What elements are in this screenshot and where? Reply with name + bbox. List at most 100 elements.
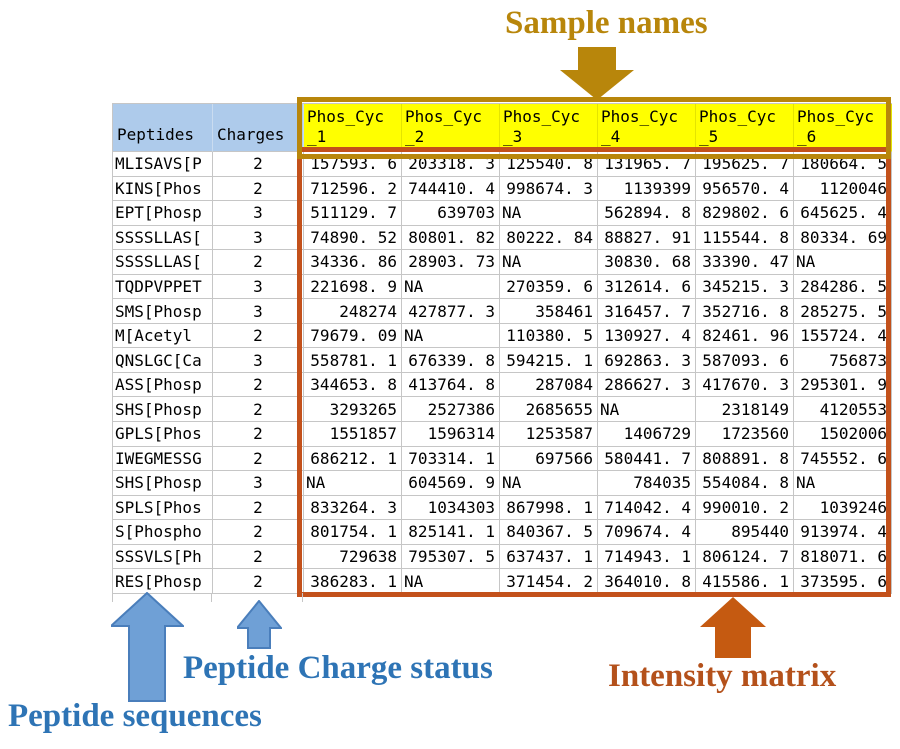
intensity-cell[interactable]: 312614. 6 bbox=[598, 274, 696, 300]
charge-cell[interactable]: 2 bbox=[213, 397, 304, 423]
charge-cell[interactable]: 2 bbox=[213, 323, 304, 349]
intensity-cell[interactable]: 1120046 bbox=[794, 176, 892, 202]
peptide-cell[interactable]: S[Phospho bbox=[113, 520, 213, 545]
intensity-cell[interactable]: NA bbox=[794, 250, 892, 275]
peptides-column-header[interactable]: Peptides bbox=[113, 104, 213, 152]
charge-cell[interactable]: 2 bbox=[213, 446, 304, 472]
charge-cell[interactable]: 2 bbox=[213, 495, 304, 521]
intensity-cell[interactable]: 795307. 5 bbox=[402, 544, 500, 570]
peptide-cell[interactable]: TQDPVPPET bbox=[113, 274, 213, 300]
charge-cell[interactable]: 3 bbox=[213, 348, 304, 373]
charge-cell[interactable]: 2 bbox=[213, 520, 304, 545]
intensity-cell[interactable]: 287084 bbox=[500, 372, 598, 398]
intensity-cell[interactable]: 825141. 1 bbox=[402, 520, 500, 545]
charge-cell[interactable]: 2 bbox=[213, 176, 304, 202]
peptide-cell[interactable]: SPLS[Phos bbox=[113, 495, 213, 521]
intensity-cell[interactable]: 956570. 4 bbox=[696, 176, 794, 202]
sample-column-header[interactable]: Phos_Cyc_2 bbox=[402, 104, 500, 152]
intensity-cell[interactable]: 818071. 6 bbox=[794, 544, 892, 570]
intensity-cell[interactable]: 867998. 1 bbox=[500, 495, 598, 521]
intensity-cell[interactable]: 1406729 bbox=[598, 422, 696, 447]
intensity-cell[interactable]: 1034303 bbox=[402, 495, 500, 521]
intensity-cell[interactable]: 676339. 8 bbox=[402, 348, 500, 373]
intensity-cell[interactable]: 692863. 3 bbox=[598, 348, 696, 373]
intensity-cell[interactable]: 79679. 09 bbox=[304, 323, 402, 349]
peptide-cell[interactable]: SHS[Phosp bbox=[113, 397, 213, 423]
intensity-cell[interactable]: 130927. 4 bbox=[598, 323, 696, 349]
intensity-cell[interactable]: 645625. 4 bbox=[794, 201, 892, 226]
peptide-cell[interactable]: MLISAVS[P bbox=[113, 152, 213, 177]
intensity-cell[interactable]: 562894. 8 bbox=[598, 201, 696, 226]
sample-column-header[interactable]: Phos_Cyc_4 bbox=[598, 104, 696, 152]
peptide-cell[interactable]: RES[Phosp bbox=[113, 569, 213, 594]
intensity-cell[interactable]: 33390. 47 bbox=[696, 250, 794, 275]
intensity-cell[interactable]: 1039246 bbox=[794, 495, 892, 521]
intensity-cell[interactable]: NA bbox=[402, 323, 500, 349]
intensity-cell[interactable]: 284286. 5 bbox=[794, 274, 892, 300]
intensity-cell[interactable]: 1139399 bbox=[598, 176, 696, 202]
intensity-cell[interactable]: 2527386 bbox=[402, 397, 500, 423]
intensity-cell[interactable]: NA bbox=[500, 471, 598, 496]
intensity-cell[interactable]: NA bbox=[500, 250, 598, 275]
intensity-cell[interactable]: 155724. 4 bbox=[794, 323, 892, 349]
intensity-cell[interactable]: 131965. 7 bbox=[598, 152, 696, 177]
intensity-cell[interactable]: 195625. 7 bbox=[696, 152, 794, 177]
charge-cell[interactable]: 3 bbox=[213, 274, 304, 300]
intensity-cell[interactable]: 82461. 96 bbox=[696, 323, 794, 349]
intensity-cell[interactable]: 344653. 8 bbox=[304, 372, 402, 398]
intensity-cell[interactable]: 639703 bbox=[402, 201, 500, 226]
intensity-cell[interactable]: 180664. 5 bbox=[794, 152, 892, 177]
intensity-cell[interactable]: 587093. 6 bbox=[696, 348, 794, 373]
peptide-cell[interactable]: KINS[Phos bbox=[113, 176, 213, 202]
peptide-cell[interactable]: EPT[Phosp bbox=[113, 201, 213, 226]
charge-cell[interactable]: 2 bbox=[213, 152, 304, 177]
intensity-cell[interactable]: 80801. 82 bbox=[402, 225, 500, 251]
intensity-cell[interactable]: 913974. 4 bbox=[794, 520, 892, 545]
intensity-cell[interactable]: 990010. 2 bbox=[696, 495, 794, 521]
intensity-cell[interactable]: 248274 bbox=[304, 299, 402, 324]
intensity-cell[interactable]: 295301. 9 bbox=[794, 372, 892, 398]
intensity-cell[interactable]: NA bbox=[402, 569, 500, 594]
intensity-cell[interactable]: 125540. 8 bbox=[500, 152, 598, 177]
intensity-cell[interactable]: 709674. 4 bbox=[598, 520, 696, 545]
intensity-cell[interactable]: 221698. 9 bbox=[304, 274, 402, 300]
intensity-cell[interactable]: NA bbox=[304, 471, 402, 496]
charge-cell[interactable]: 2 bbox=[213, 569, 304, 594]
intensity-cell[interactable]: 1723560 bbox=[696, 422, 794, 447]
charge-cell[interactable]: 3 bbox=[213, 471, 304, 496]
intensity-cell[interactable]: 712596. 2 bbox=[304, 176, 402, 202]
intensity-cell[interactable]: 203318. 3 bbox=[402, 152, 500, 177]
intensity-cell[interactable]: 427877. 3 bbox=[402, 299, 500, 324]
intensity-cell[interactable]: NA bbox=[402, 274, 500, 300]
intensity-cell[interactable]: 30830. 68 bbox=[598, 250, 696, 275]
intensity-cell[interactable]: 74890. 52 bbox=[304, 225, 402, 251]
intensity-cell[interactable]: NA bbox=[500, 201, 598, 226]
intensity-cell[interactable]: 358461 bbox=[500, 299, 598, 324]
peptide-cell[interactable]: SSSSLLAS[ bbox=[113, 225, 213, 251]
intensity-cell[interactable]: 28903. 73 bbox=[402, 250, 500, 275]
intensity-cell[interactable]: 1596314 bbox=[402, 422, 500, 447]
peptide-cell[interactable]: SMS[Phosp bbox=[113, 299, 213, 324]
intensity-cell[interactable]: 840367. 5 bbox=[500, 520, 598, 545]
intensity-cell[interactable]: 745552. 6 bbox=[794, 446, 892, 472]
charge-cell[interactable]: 3 bbox=[213, 201, 304, 226]
intensity-cell[interactable]: 554084. 8 bbox=[696, 471, 794, 496]
intensity-cell[interactable]: 697566 bbox=[500, 446, 598, 472]
intensity-cell[interactable]: 286627. 3 bbox=[598, 372, 696, 398]
charge-cell[interactable]: 2 bbox=[213, 250, 304, 275]
sample-column-header[interactable]: Phos_Cyc_5 bbox=[696, 104, 794, 152]
intensity-cell[interactable]: 511129. 7 bbox=[304, 201, 402, 226]
intensity-cell[interactable]: 371454. 2 bbox=[500, 569, 598, 594]
intensity-cell[interactable]: 2318149 bbox=[696, 397, 794, 423]
charge-cell[interactable]: 3 bbox=[213, 299, 304, 324]
intensity-cell[interactable]: 714943. 1 bbox=[598, 544, 696, 570]
intensity-cell[interactable]: 285275. 5 bbox=[794, 299, 892, 324]
intensity-cell[interactable]: 1253587 bbox=[500, 422, 598, 447]
intensity-cell[interactable]: 417670. 3 bbox=[696, 372, 794, 398]
intensity-cell[interactable]: 729638 bbox=[304, 544, 402, 570]
intensity-cell[interactable]: 580441. 7 bbox=[598, 446, 696, 472]
intensity-cell[interactable]: 756873 bbox=[794, 348, 892, 373]
intensity-cell[interactable]: 998674. 3 bbox=[500, 176, 598, 202]
intensity-cell[interactable]: 637437. 1 bbox=[500, 544, 598, 570]
intensity-cell[interactable]: 3293265 bbox=[304, 397, 402, 423]
